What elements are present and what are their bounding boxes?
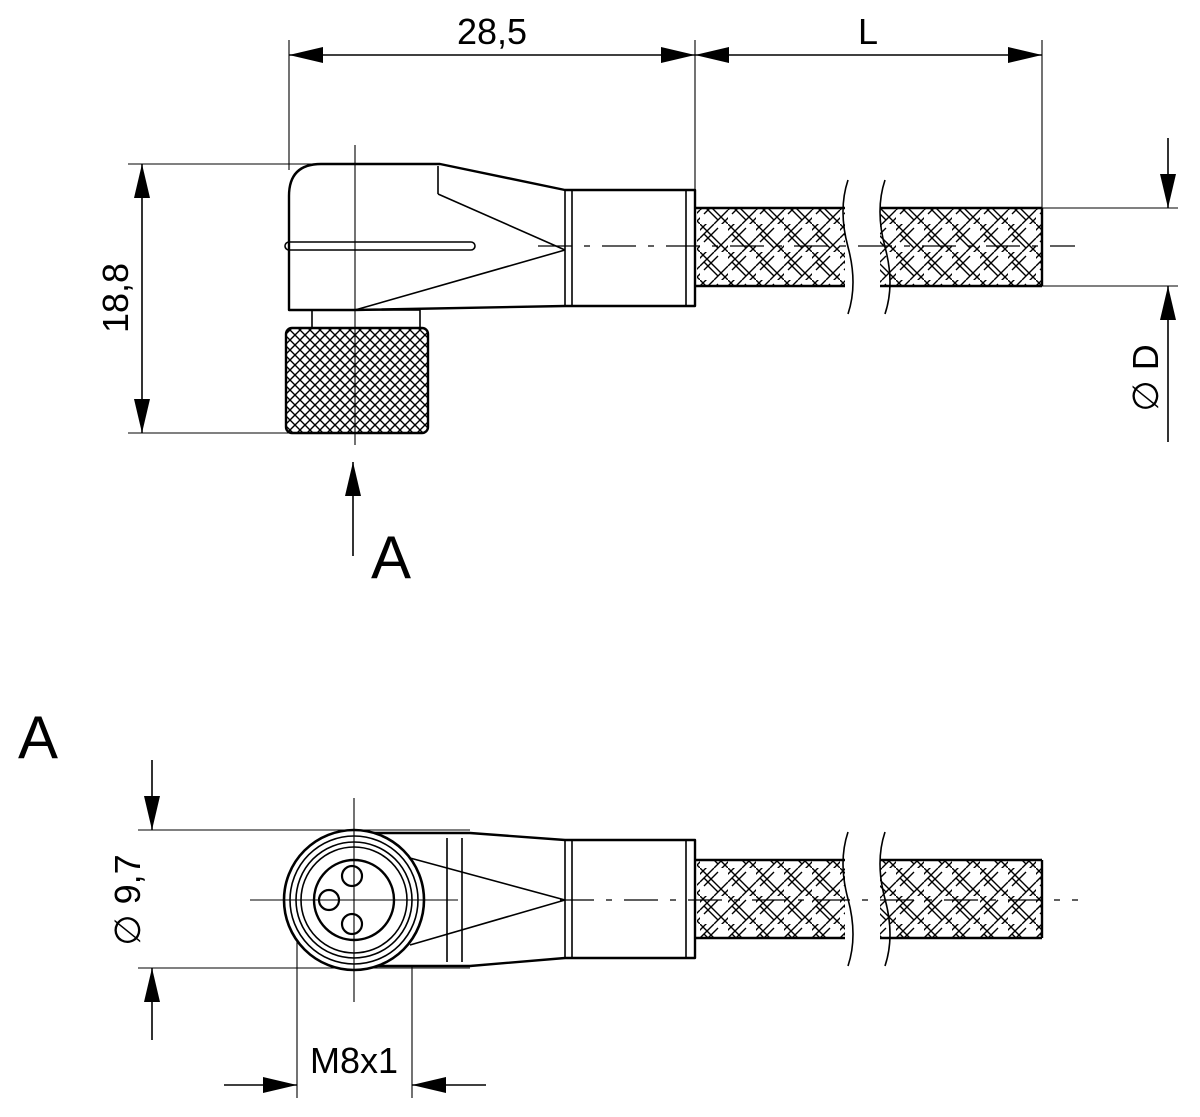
dimension-label: 18,8 <box>95 263 136 333</box>
side-view: 28,5 L 18,8 ∅ D <box>95 11 1178 591</box>
dimension-height: 18,8 <box>95 164 150 433</box>
dimension-cable-length: L <box>695 11 1042 63</box>
dimension-label: ∅ D <box>1125 344 1166 411</box>
dimension-label: M8x1 <box>310 1040 398 1081</box>
contact-pin <box>340 864 364 888</box>
cable-break-mark <box>842 179 854 315</box>
braided-cable <box>695 179 1044 315</box>
dimension-thread: M8x1 <box>224 1040 486 1093</box>
cable-break-mark <box>879 179 891 315</box>
dimension-label: 28,5 <box>457 11 527 52</box>
cable-break-mark <box>842 831 854 967</box>
dimension-face-diameter: ∅ 9,7 <box>107 760 160 1040</box>
view-arrow <box>345 462 361 556</box>
contact-pin <box>340 912 364 936</box>
dimension-collar-length: 28,5 <box>289 11 695 63</box>
connector-housing <box>287 162 697 312</box>
front-view-label: A <box>18 704 58 771</box>
view-marker-label: A <box>371 524 411 591</box>
dimension-label: L <box>858 11 878 52</box>
dimension-cable-diameter: ∅ D <box>1125 138 1176 442</box>
knurled-nut <box>284 326 430 435</box>
braided-cable <box>695 831 1044 967</box>
dimension-label: ∅ 9,7 <box>107 854 148 945</box>
connector-neck <box>311 309 421 329</box>
cable-break-mark <box>879 831 891 967</box>
front-view: A ∅ 9,7 M8x1 <box>18 704 1078 1098</box>
housing-slot <box>284 241 476 251</box>
